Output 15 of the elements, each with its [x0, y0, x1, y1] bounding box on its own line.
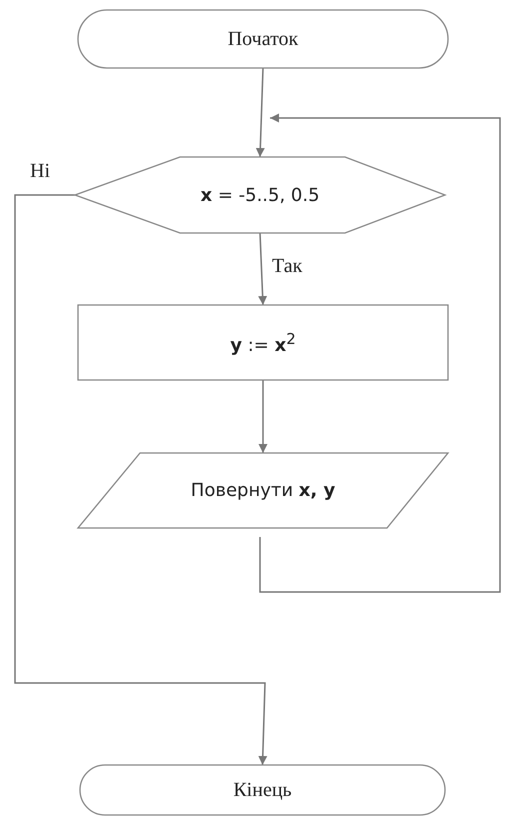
node-text: Повернути x, y — [190, 480, 336, 501]
loop-hexagon — [75, 157, 445, 233]
arrow — [258, 232, 268, 306]
arrow — [259, 114, 501, 593]
input-output-parallelogram — [78, 453, 448, 528]
node-text: Початок — [228, 28, 298, 50]
terminal-pill — [80, 765, 445, 815]
arrow — [258, 380, 268, 453]
node-text: x = -5..5, 0.5 — [200, 184, 320, 206]
node-text: Кінець — [233, 778, 292, 802]
arrow — [256, 68, 265, 158]
node-text: y := x$^{2}$ — [230, 330, 296, 356]
arrow — [14, 194, 268, 766]
process-box — [78, 305, 448, 380]
terminal-pill — [78, 10, 448, 68]
